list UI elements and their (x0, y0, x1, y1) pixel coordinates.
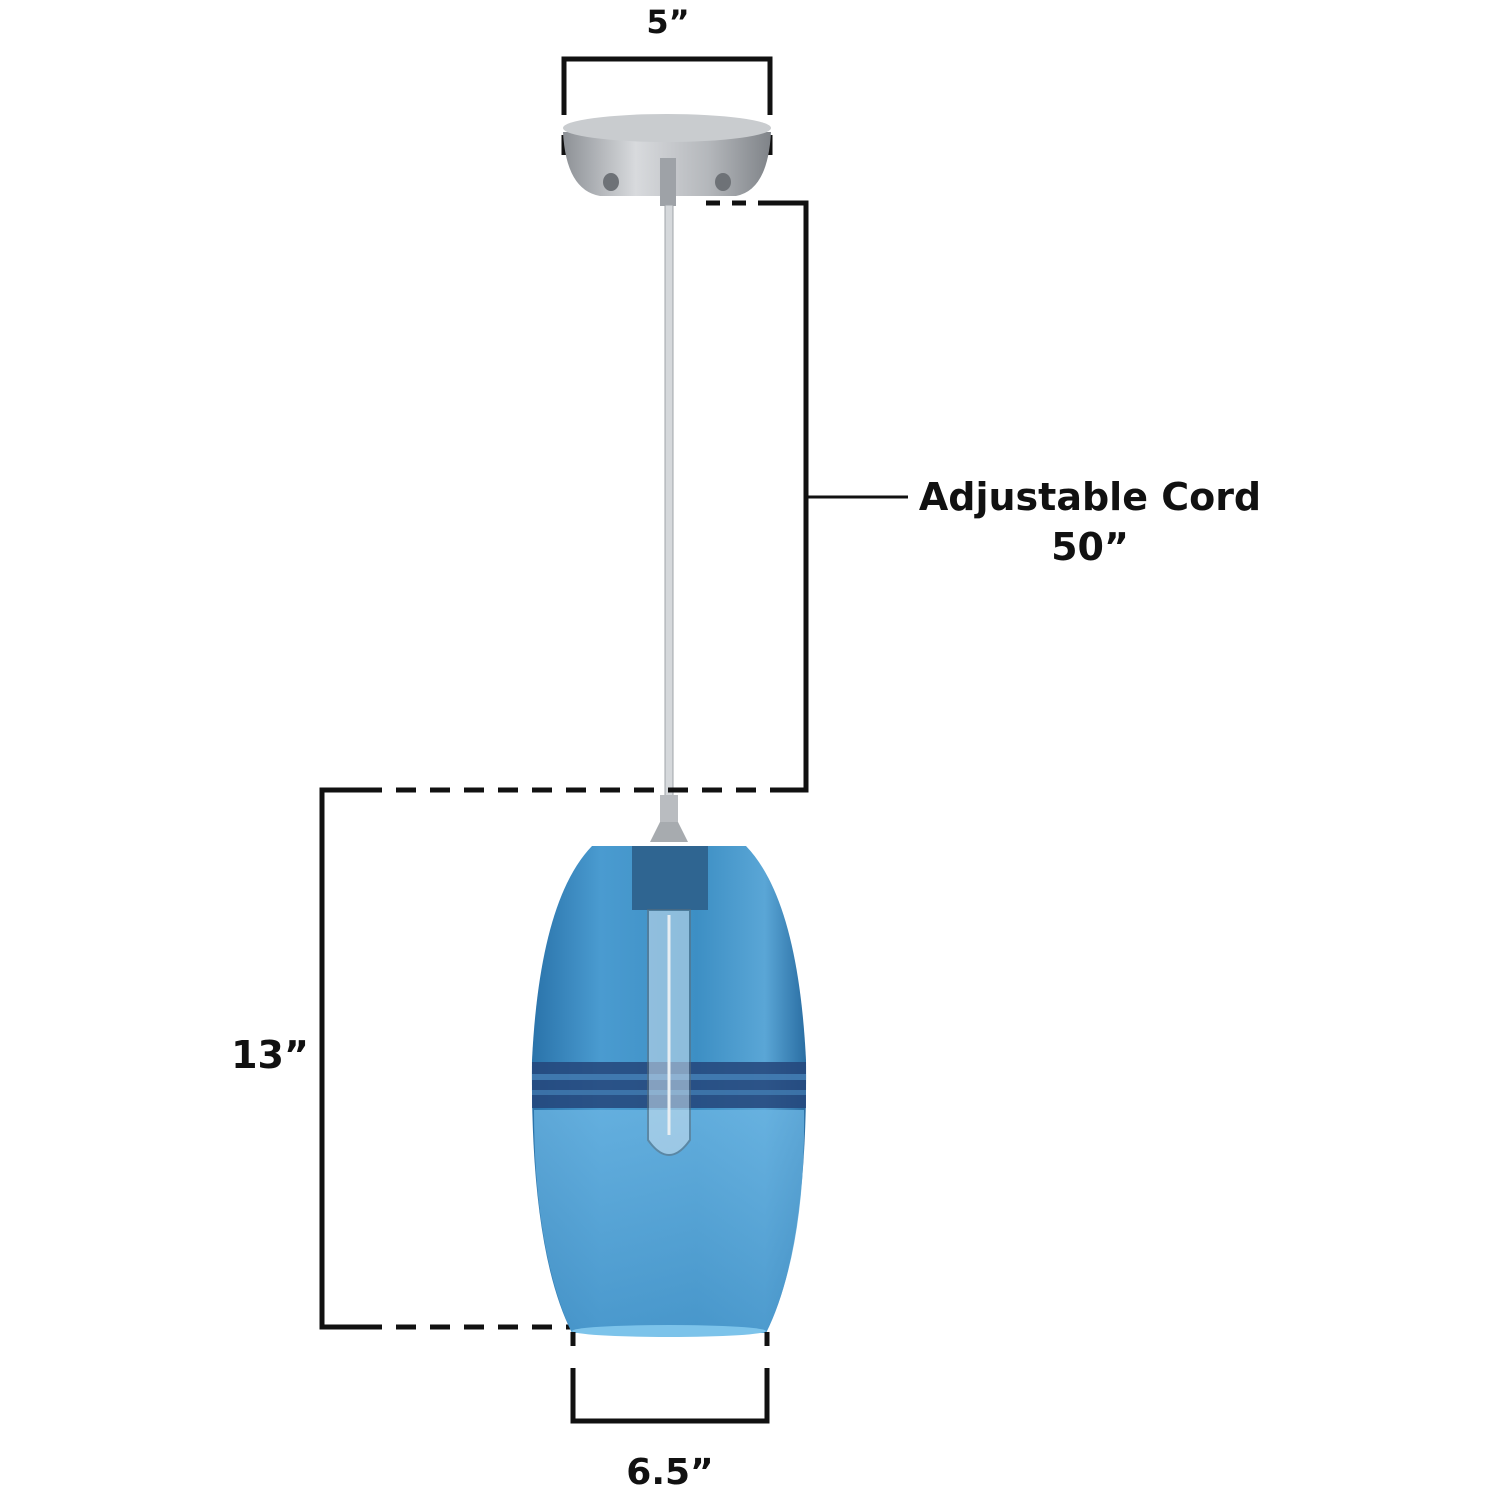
cord-length-bracket (362, 200, 908, 793)
canopy-width-label: 5” (646, 3, 689, 41)
power-cord (664, 204, 674, 801)
cord-length-label: 50” (1051, 525, 1129, 569)
cord-label: Adjustable Cord (919, 475, 1261, 519)
shade-width-bracket (570, 1332, 770, 1424)
blue-glass-shade (531, 795, 807, 1337)
shade-height-bracket (319, 787, 572, 1330)
shade-height-label: 13” (231, 1033, 309, 1077)
ceiling-canopy (563, 114, 771, 206)
shade-width-label: 6.5” (626, 1452, 713, 1493)
